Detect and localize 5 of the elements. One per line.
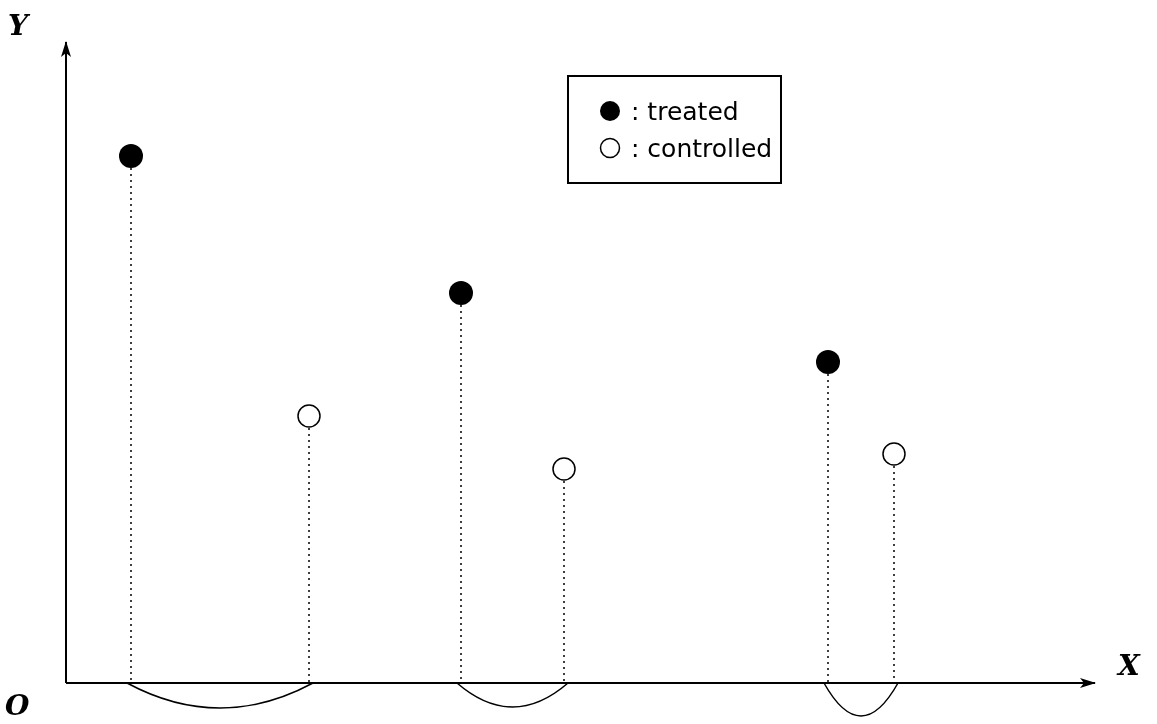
legend-label: : controlled [631, 135, 773, 161]
axis-label: Y [8, 12, 28, 40]
axis-label: X [1118, 652, 1140, 680]
axis-label: O [5, 692, 30, 720]
legend-label: : treated [631, 98, 739, 124]
